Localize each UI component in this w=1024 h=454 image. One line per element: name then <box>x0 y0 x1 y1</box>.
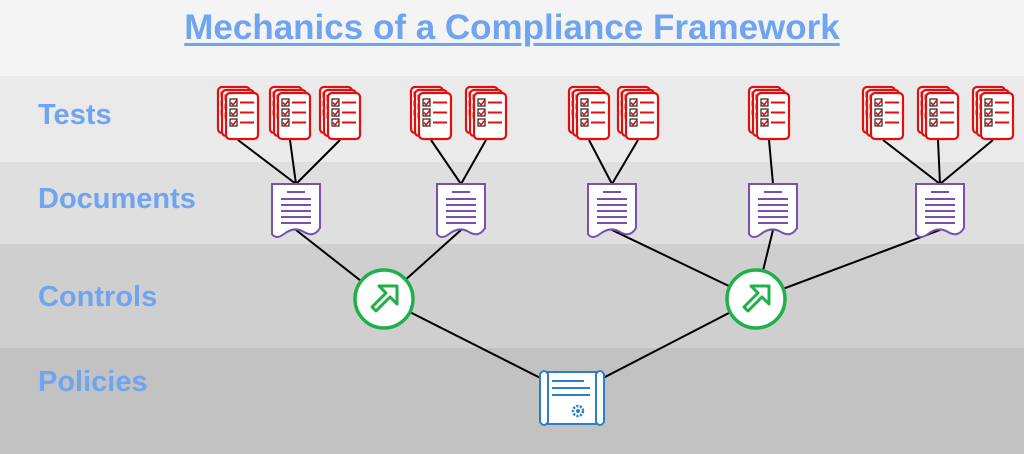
test-checklist-icon <box>318 85 362 141</box>
document-test-line <box>882 139 941 185</box>
test-checklist-icon <box>916 85 960 141</box>
test-checklist-icon <box>464 85 508 141</box>
test-checklist-icon <box>567 85 611 141</box>
document-icon <box>271 183 321 238</box>
policy-scroll-icon <box>539 370 605 426</box>
document-icon <box>436 183 486 238</box>
control-arrow-icon <box>353 268 415 330</box>
control-arrow-icon <box>725 268 787 330</box>
row-label-controls: Controls <box>38 281 158 313</box>
document-icon <box>587 183 637 238</box>
row-label-documents: Documents <box>38 183 196 215</box>
document-test-line <box>611 139 639 185</box>
test-checklist-icon <box>409 85 453 141</box>
document-icon <box>748 183 798 238</box>
row-label-policies: Policies <box>38 366 148 398</box>
page-title: Mechanics of a Compliance Framework <box>184 8 840 47</box>
document-test-line <box>460 139 487 185</box>
document-test-line <box>937 139 941 185</box>
document-test-line <box>939 139 994 185</box>
test-checklist-icon <box>216 85 260 141</box>
document-test-line <box>295 139 341 185</box>
document-test-line <box>588 139 613 185</box>
test-checklist-icon <box>747 85 791 141</box>
row-label-tests: Tests <box>38 99 112 131</box>
document-test-line <box>768 139 774 185</box>
connector-lines <box>237 139 994 395</box>
test-checklist-icon <box>861 85 905 141</box>
document-test-line <box>430 139 462 185</box>
document-icon <box>915 183 965 238</box>
test-checklist-icon <box>616 85 660 141</box>
test-checklist-icon <box>268 85 312 141</box>
document-test-line <box>289 139 297 185</box>
document-test-line <box>237 139 297 185</box>
node-layer <box>216 85 1015 426</box>
control-document-line <box>755 229 941 300</box>
test-checklist-icon <box>971 85 1015 141</box>
